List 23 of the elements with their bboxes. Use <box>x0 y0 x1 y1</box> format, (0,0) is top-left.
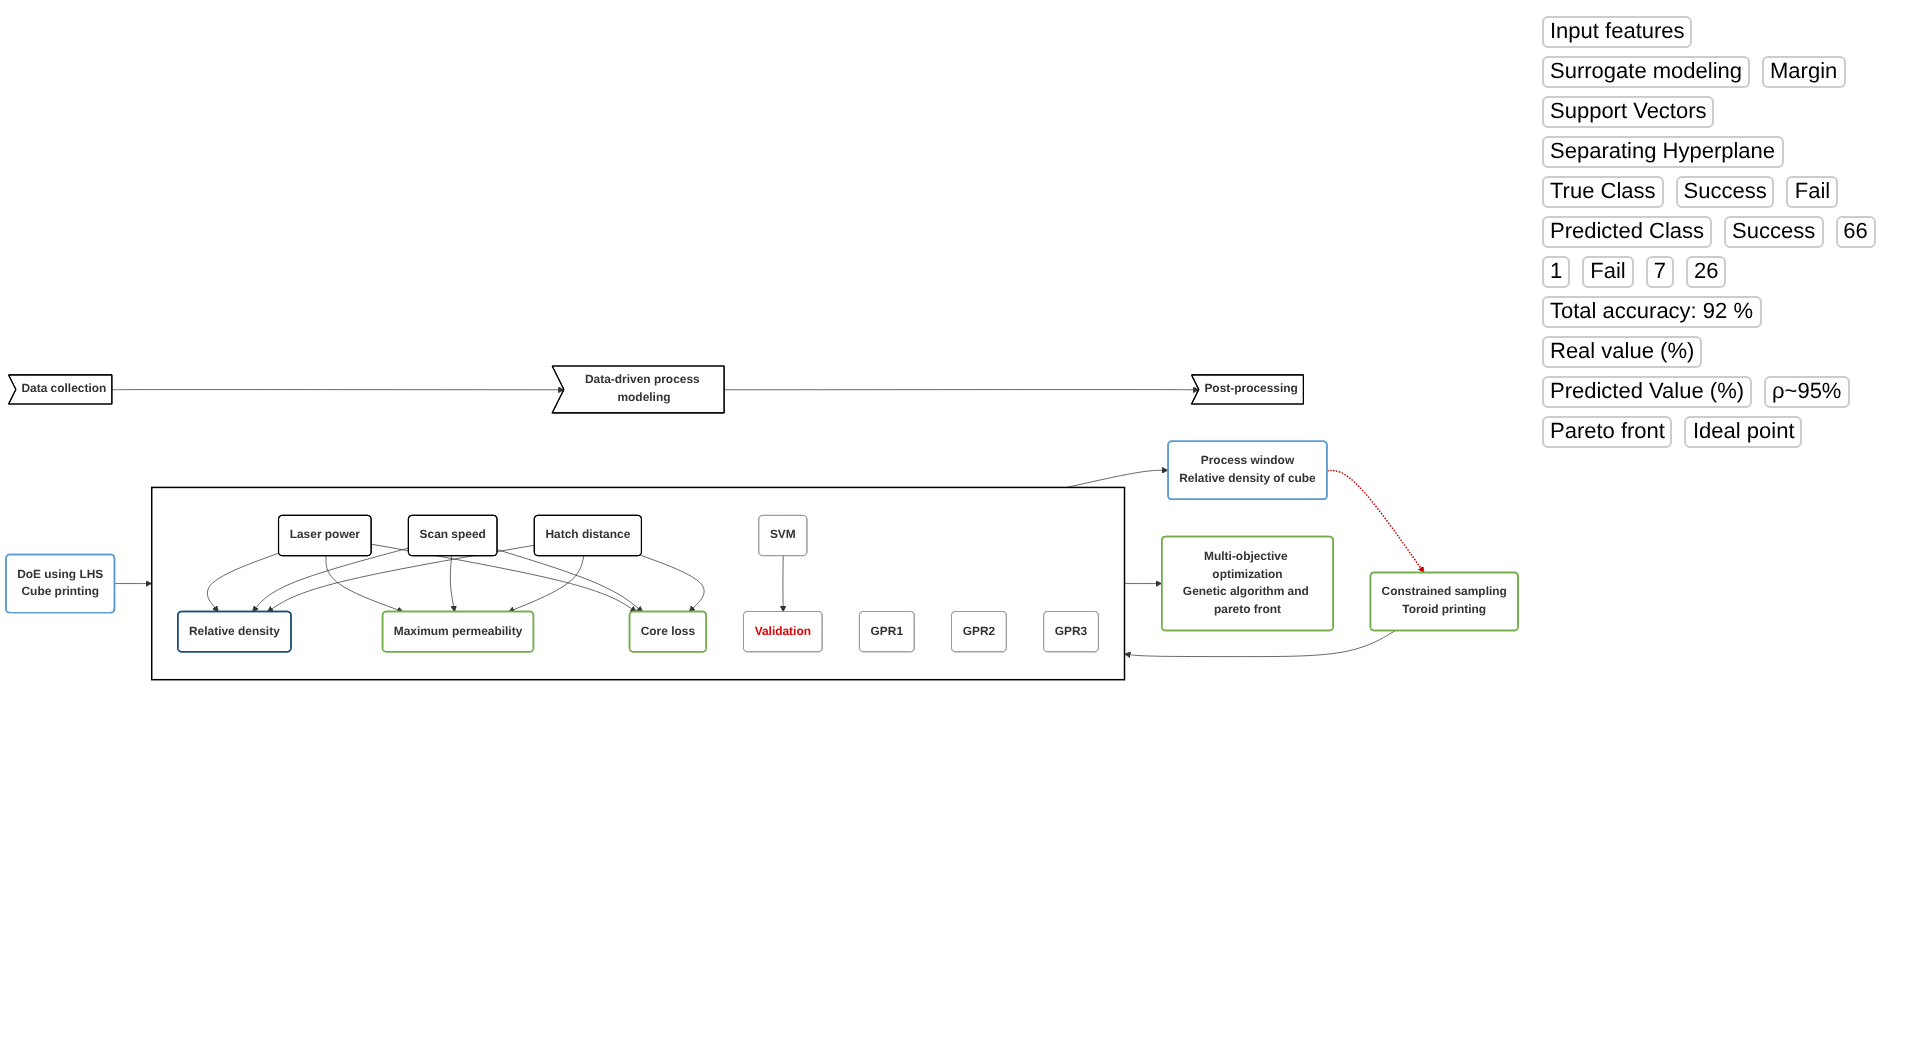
figure-label: Separating Hyperplane <box>1542 136 1784 168</box>
figure-label: 7 <box>1645 256 1674 288</box>
figure-label: Predicted Class <box>1542 216 1713 248</box>
figure-label: Ideal point <box>1684 416 1803 448</box>
figure-label: 26 <box>1685 256 1727 288</box>
figure-label: Fail <box>1582 256 1634 288</box>
figure-label: True Class <box>1542 176 1664 208</box>
figure-label: Total accuracy: 92 % <box>1542 296 1761 328</box>
arrow <box>1326 470 1425 574</box>
figure-label: Support Vectors <box>1542 96 1715 128</box>
figure-label: Success <box>1675 176 1775 208</box>
figure-label: 1 <box>1542 256 1571 288</box>
figure-label: Surrogate modeling <box>1542 56 1751 88</box>
figure-label: Fail <box>1786 176 1839 208</box>
figure-label: Margin <box>1762 56 1846 88</box>
figure-label: Real value (%) <box>1542 336 1703 368</box>
figure-label: Pareto front <box>1542 416 1673 448</box>
cluster <box>151 486 1126 681</box>
figure-label: Predicted Value (%) <box>1542 376 1753 408</box>
figure-label: Input features <box>1542 16 1693 48</box>
figure-label: Success <box>1724 216 1824 248</box>
figure-label: 66 <box>1835 216 1876 248</box>
figure-label: ρ~95% <box>1764 376 1850 408</box>
